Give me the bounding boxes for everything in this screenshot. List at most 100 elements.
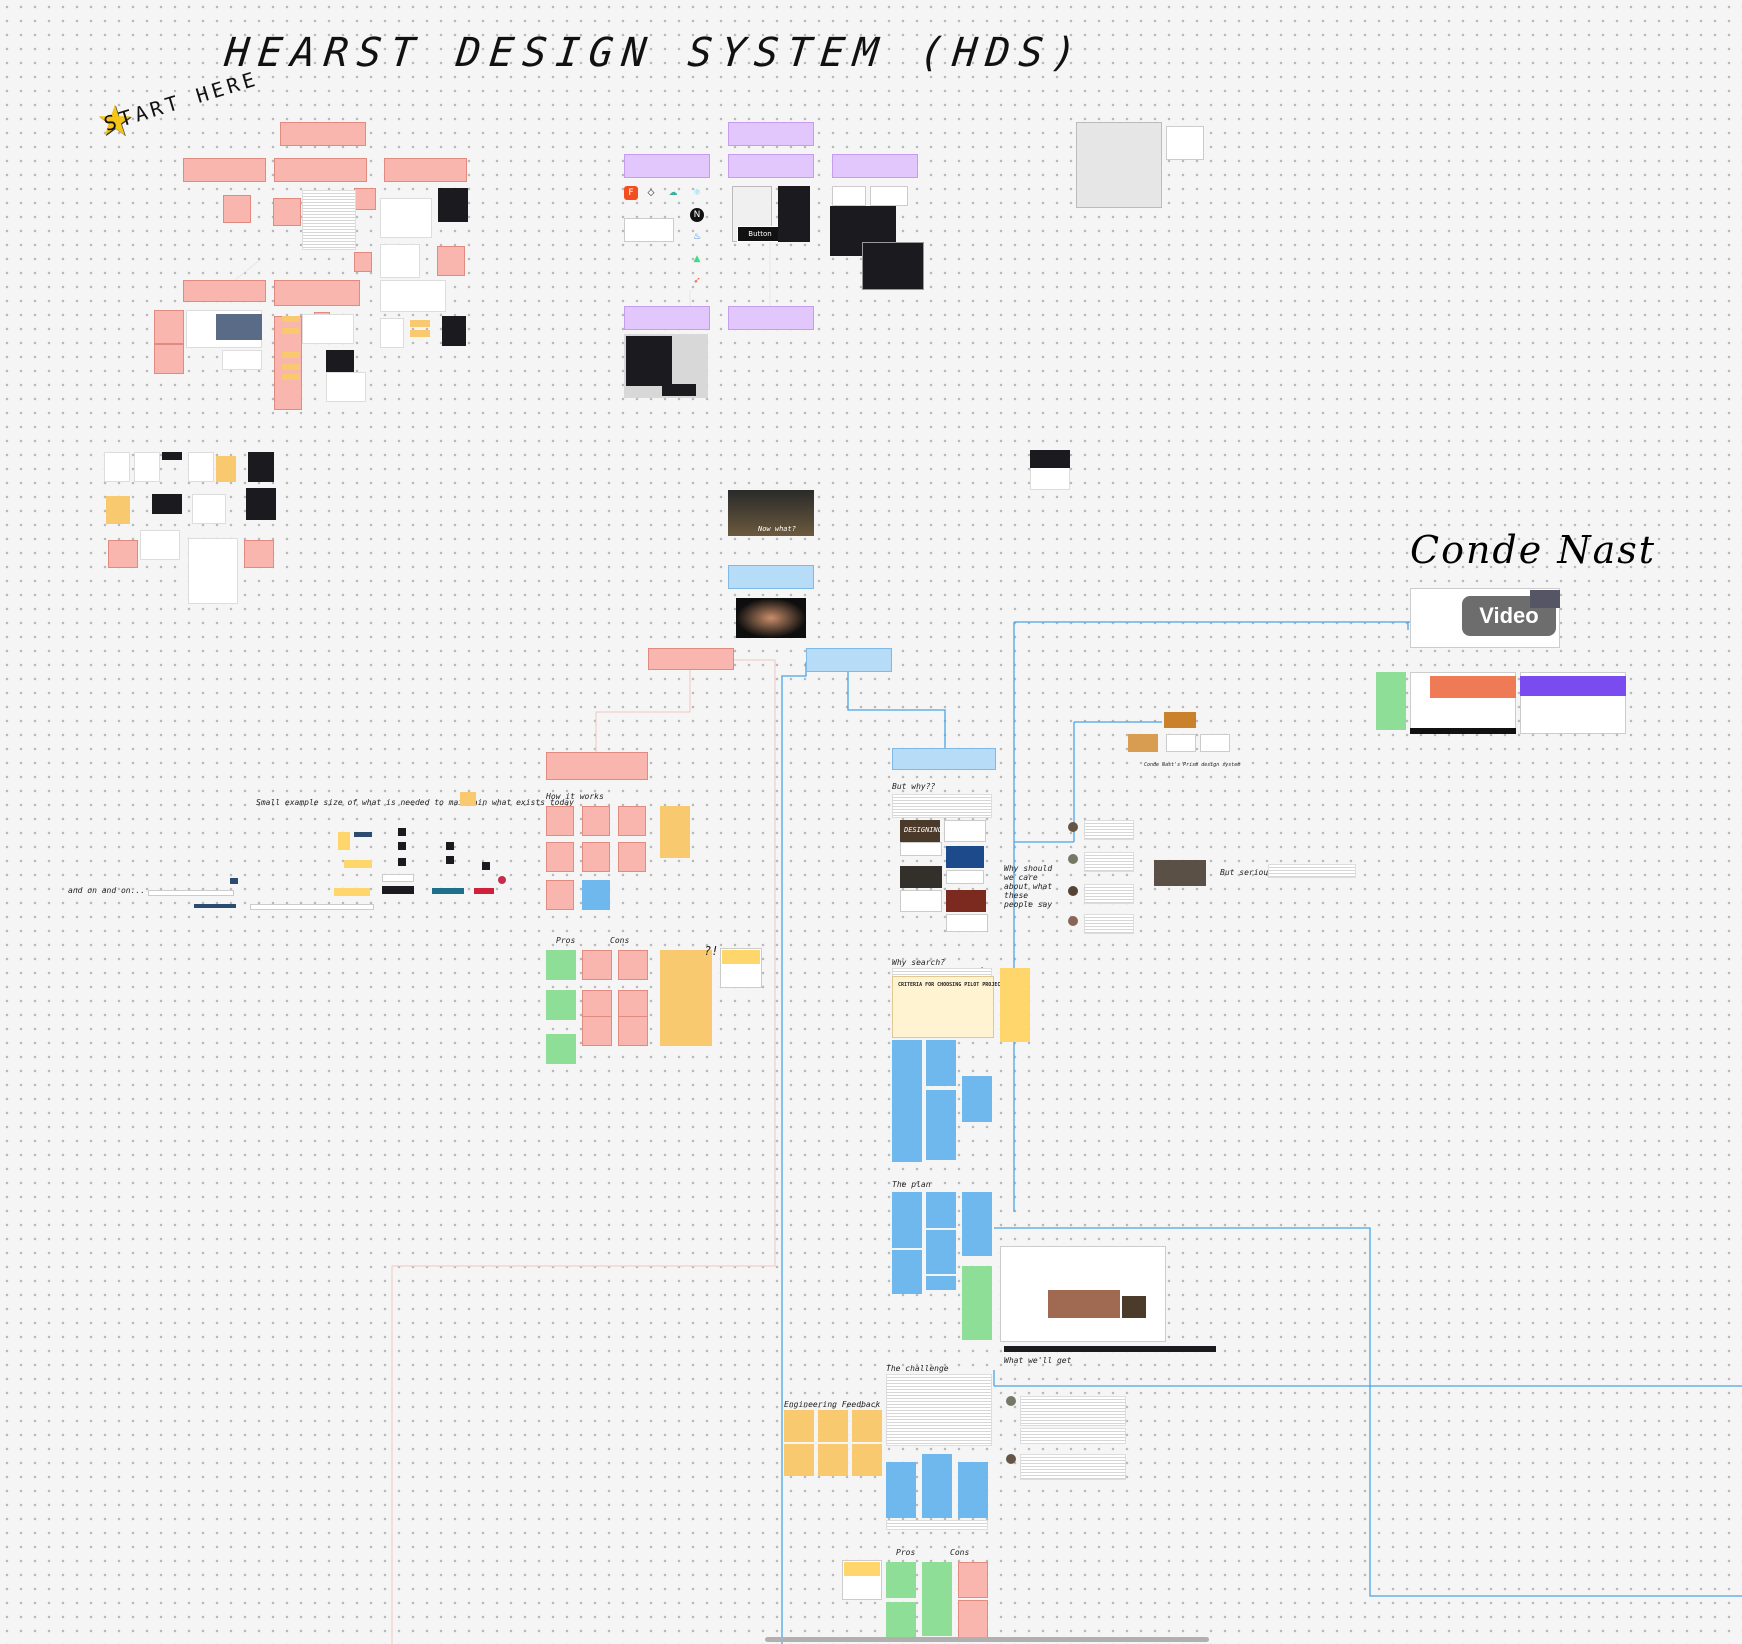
photo-thumbnail[interactable] — [1154, 860, 1206, 886]
comment-text[interactable] — [1020, 1428, 1126, 1444]
button-swatch[interactable] — [334, 888, 370, 896]
quote-card[interactable] — [946, 870, 984, 884]
button-swatch[interactable] — [382, 886, 414, 894]
sticky-note[interactable] — [886, 1562, 916, 1598]
quote-card[interactable] — [900, 842, 942, 856]
criteria-card[interactable] — [892, 976, 994, 1038]
document-card[interactable] — [1076, 122, 1162, 208]
input-swatch[interactable] — [148, 890, 234, 896]
icon-swatch[interactable] — [398, 828, 406, 836]
screenshot-thumbnail[interactable] — [1166, 734, 1196, 752]
sticky-note[interactable] — [886, 1602, 916, 1642]
button-swatch[interactable] — [216, 456, 236, 482]
sticky-note[interactable] — [926, 1090, 956, 1160]
sticky-note[interactable] — [546, 752, 648, 780]
sticky-note[interactable] — [660, 950, 712, 1046]
button-swatch[interactable] — [282, 374, 300, 380]
sticky-note[interactable] — [958, 1462, 988, 1518]
sticky-note[interactable] — [958, 1562, 988, 1598]
button-swatch[interactable] — [106, 496, 130, 524]
sticky-note[interactable] — [892, 1104, 922, 1162]
screenshot-thumbnail[interactable] — [134, 452, 160, 482]
sticky-note[interactable] — [618, 806, 646, 836]
sticky-note[interactable] — [354, 252, 372, 272]
comment-text[interactable] — [1020, 1396, 1126, 1426]
sticky-note[interactable] — [818, 1410, 848, 1442]
quote-text[interactable] — [1084, 820, 1134, 840]
sticky-note[interactable] — [806, 648, 892, 672]
sticky-note[interactable] — [108, 540, 138, 568]
screenshot-thumbnail[interactable] — [380, 244, 420, 278]
sticky-note[interactable] — [784, 1444, 814, 1476]
orange-card[interactable] — [1128, 734, 1158, 752]
sticky-note[interactable] — [582, 806, 610, 836]
hands-image[interactable] — [736, 598, 806, 638]
sticky-note[interactable] — [962, 1192, 992, 1256]
sticky-note[interactable] — [892, 1192, 922, 1248]
sticky-note[interactable] — [546, 880, 574, 910]
sticky-note[interactable] — [354, 188, 376, 210]
image-thumbnail[interactable] — [722, 950, 760, 964]
sticky-note[interactable] — [624, 154, 710, 178]
sticky-note[interactable] — [154, 310, 184, 344]
sticky-note[interactable] — [926, 1276, 956, 1290]
screenshot-thumbnail[interactable] — [832, 186, 866, 206]
sticky-note[interactable] — [818, 1444, 848, 1476]
sticky-note[interactable] — [618, 842, 646, 872]
sticky-note[interactable] — [280, 122, 366, 146]
dark-screenshot[interactable] — [626, 336, 672, 386]
sticky-note[interactable] — [852, 1444, 882, 1476]
input-swatch[interactable] — [250, 904, 374, 910]
photo-thumbnail[interactable] — [946, 890, 986, 912]
avatar[interactable] — [1006, 1396, 1016, 1406]
sticky-note[interactable] — [460, 792, 476, 806]
screenshot-thumbnail[interactable] — [192, 494, 226, 524]
sticky-note[interactable] — [926, 1040, 956, 1086]
dark-screenshot[interactable] — [246, 488, 276, 520]
image-thumbnail[interactable] — [844, 1562, 880, 1576]
screenshot-thumbnail[interactable] — [380, 280, 446, 312]
button-swatch[interactable] — [338, 832, 350, 850]
sticky-note[interactable] — [183, 280, 266, 302]
sticky-note[interactable] — [892, 1040, 922, 1104]
screenshot-thumbnail[interactable] — [188, 538, 238, 604]
dark-screenshot[interactable] — [778, 186, 810, 242]
sticky-note[interactable] — [546, 842, 574, 872]
orange-card[interactable] — [1164, 712, 1196, 728]
sticky-note[interactable] — [154, 344, 184, 374]
photo-thumbnail[interactable] — [1530, 590, 1560, 608]
designing-image[interactable] — [900, 820, 940, 842]
icon-swatch[interactable] — [482, 862, 490, 870]
sticky-note[interactable] — [273, 198, 301, 226]
sticky-note[interactable] — [832, 154, 918, 178]
quote-text[interactable] — [1084, 914, 1134, 934]
button-swatch[interactable] — [382, 874, 414, 882]
icon-swatch[interactable] — [398, 858, 406, 866]
button-swatch[interactable] — [410, 330, 430, 337]
sticky-note[interactable] — [660, 806, 690, 858]
sticky-note[interactable] — [922, 1562, 952, 1598]
sticky-note[interactable] — [728, 565, 814, 589]
sticky-note[interactable] — [546, 990, 576, 1020]
quote-text[interactable] — [1268, 864, 1356, 878]
sticky-note[interactable] — [183, 158, 266, 182]
document-thumbnail[interactable] — [302, 190, 356, 250]
button-swatch[interactable] — [282, 364, 300, 370]
avatar[interactable] — [1068, 886, 1078, 896]
screenshot-thumbnail[interactable] — [188, 452, 214, 482]
sticky-note[interactable] — [728, 154, 814, 178]
sticky-note[interactable] — [618, 950, 648, 980]
sticky-note[interactable] — [1000, 968, 1030, 1042]
sticky-note[interactable] — [852, 1410, 882, 1442]
sticky-note[interactable] — [582, 1016, 612, 1046]
sticky-note[interactable] — [892, 748, 996, 770]
quote-text[interactable] — [1084, 884, 1134, 904]
screenshot-thumbnail[interactable] — [380, 198, 432, 238]
sticky-note[interactable] — [624, 306, 710, 330]
screenshot-thumbnail[interactable] — [326, 372, 366, 402]
now-what-image[interactable] — [728, 490, 814, 536]
sticky-note[interactable] — [244, 540, 274, 568]
avatar[interactable] — [1068, 916, 1078, 926]
comment-text[interactable] — [1020, 1454, 1126, 1480]
sticky-note[interactable] — [926, 1192, 956, 1228]
